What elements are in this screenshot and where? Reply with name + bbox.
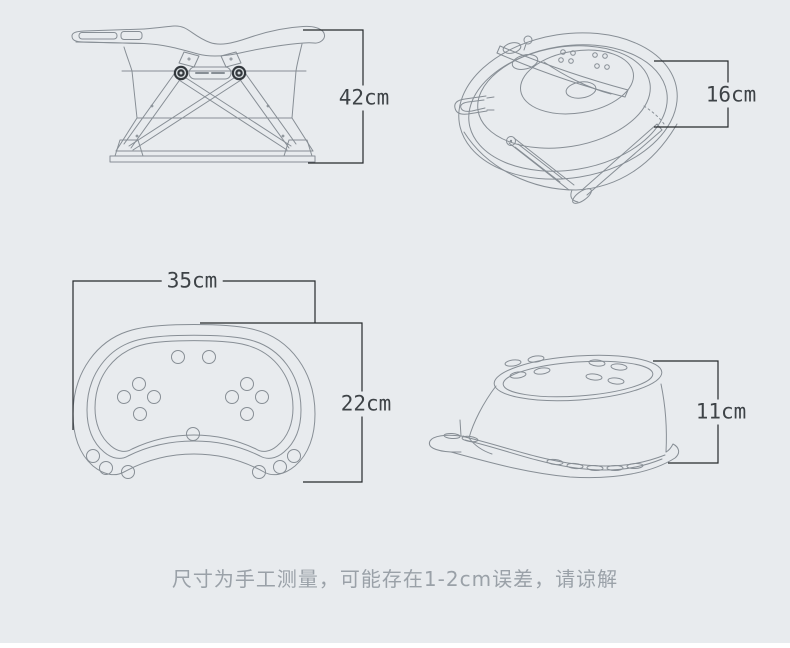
seat-edge-holes — [86, 449, 301, 479]
measurement-disclaimer: 尺寸为手工测量，可能存在1-2cm误差，请谅解 — [171, 567, 619, 591]
leg-hinge-hubs — [173, 65, 247, 81]
dimension-label-seat-width: 35cm — [161, 268, 223, 294]
seat-drain-holes — [117, 350, 269, 441]
dimension-label-folded-base-height: 11cm — [690, 399, 752, 425]
stool-body-frame — [109, 43, 316, 163]
unfolded-stool-front-view-drawing — [71, 25, 326, 163]
folded-legs-underside — [506, 123, 663, 204]
carry-handle-band — [496, 35, 665, 125]
stool-seat-outline — [71, 25, 326, 57]
page-bottom-strip — [0, 643, 790, 648]
stool-folding-legs — [114, 51, 313, 157]
side-latch-clip — [454, 95, 495, 115]
seat-top-view-drawing — [72, 324, 316, 479]
seat-outline — [72, 324, 316, 476]
dimension-bracket-seat-width — [72, 280, 316, 430]
dome-top-slots — [504, 355, 628, 385]
folded-base-side-perspective-drawing — [428, 354, 680, 479]
base-plate-outline — [428, 419, 680, 479]
folded-top-plate — [502, 42, 635, 115]
dimension-label-seat-depth: 22cm — [335, 391, 397, 417]
dimension-label-folded-height: 16cm — [700, 82, 762, 108]
dimension-label-unfolded-height: 42cm — [333, 85, 395, 111]
folded-shell-outline — [458, 32, 678, 191]
folded-stool-top-perspective-drawing — [454, 32, 678, 204]
